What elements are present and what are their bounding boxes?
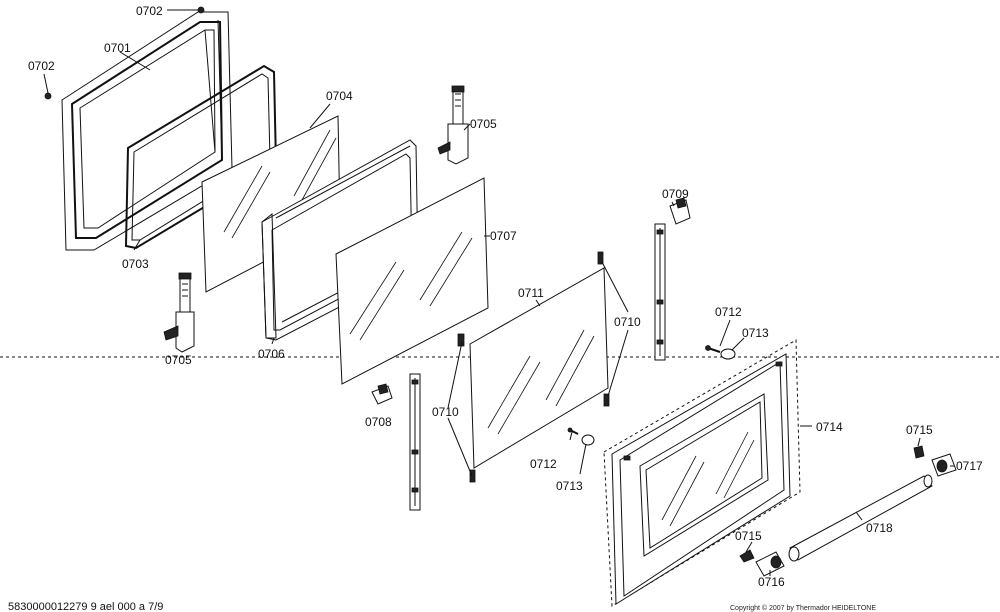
- part-0707-glass[interactable]: [335, 177, 489, 385]
- label-0715-upper: 0715: [906, 423, 933, 437]
- label-0710-left: 0710: [432, 405, 459, 419]
- label-0704: 0704: [326, 89, 353, 103]
- label-0702-top: 0702: [136, 4, 163, 18]
- label-0717: 0717: [956, 459, 983, 473]
- label-0703: 0703: [122, 257, 149, 271]
- part-0711-glass[interactable]: [469, 267, 609, 469]
- label-0713-upper: 0713: [742, 326, 769, 340]
- label-0718: 0718: [866, 521, 893, 535]
- label-0715-lower: 0715: [735, 529, 762, 543]
- part-0714-outer-door[interactable]: [603, 339, 801, 607]
- part-0716-end-cap[interactable]: [755, 551, 785, 577]
- label-0705-lower: 0705: [165, 353, 192, 367]
- part-0710-clip-d[interactable]: [603, 393, 610, 407]
- part-0715-pin-upper[interactable]: [913, 445, 925, 459]
- label-0707: 0707: [490, 229, 517, 243]
- part-0710-rail-left[interactable]: [409, 373, 421, 511]
- label-0716: 0716: [758, 575, 785, 589]
- part-0710-clip-a[interactable]: [457, 333, 465, 347]
- label-0711: 0711: [518, 286, 544, 300]
- label-0714: 0714: [816, 420, 843, 434]
- label-0709: 0709: [662, 187, 689, 201]
- part-0705-hinge-lower[interactable]: [163, 272, 195, 353]
- part-0713-cap-upper[interactable]: [720, 348, 736, 360]
- label-0712-lower: 0712: [530, 457, 557, 471]
- label-0706: 0706: [258, 347, 285, 361]
- part-0702-screw-top[interactable]: [197, 6, 205, 14]
- label-0710-right: 0710: [614, 315, 641, 329]
- label-0705-upper: 0705: [470, 117, 497, 131]
- part-0705-hinge-upper[interactable]: [437, 85, 469, 165]
- part-0712-screw-lower[interactable]: [567, 427, 579, 435]
- part-0710-clip-c[interactable]: [597, 251, 604, 265]
- label-0712-upper: 0712: [715, 305, 742, 319]
- part-0715-pin-lower[interactable]: [739, 549, 755, 563]
- leader-lines: [43, 9, 954, 576]
- label-0713-lower: 0713: [556, 479, 583, 493]
- label-0708: 0708: [365, 415, 392, 429]
- label-0702-left: 0702: [28, 59, 55, 73]
- label-0701: 0701: [104, 41, 131, 55]
- part-0717-end-cap[interactable]: [931, 453, 957, 477]
- part-0710-clip-b[interactable]: [469, 469, 476, 483]
- footer-copyright: Copyright © 2007 by Thermador HEIDELTONE: [730, 604, 876, 612]
- part-0702-screw-left[interactable]: [44, 92, 52, 100]
- part-0709-bracket[interactable]: [669, 197, 691, 225]
- part-0709-rail-right[interactable]: [654, 223, 666, 361]
- part-0713-cap-lower[interactable]: [581, 434, 595, 446]
- part-0708-clip[interactable]: [371, 383, 393, 405]
- footer-file-id: 5830000012279 9 ael 000 a 7/9: [8, 601, 163, 612]
- part-0712-screw-upper[interactable]: [705, 345, 721, 353]
